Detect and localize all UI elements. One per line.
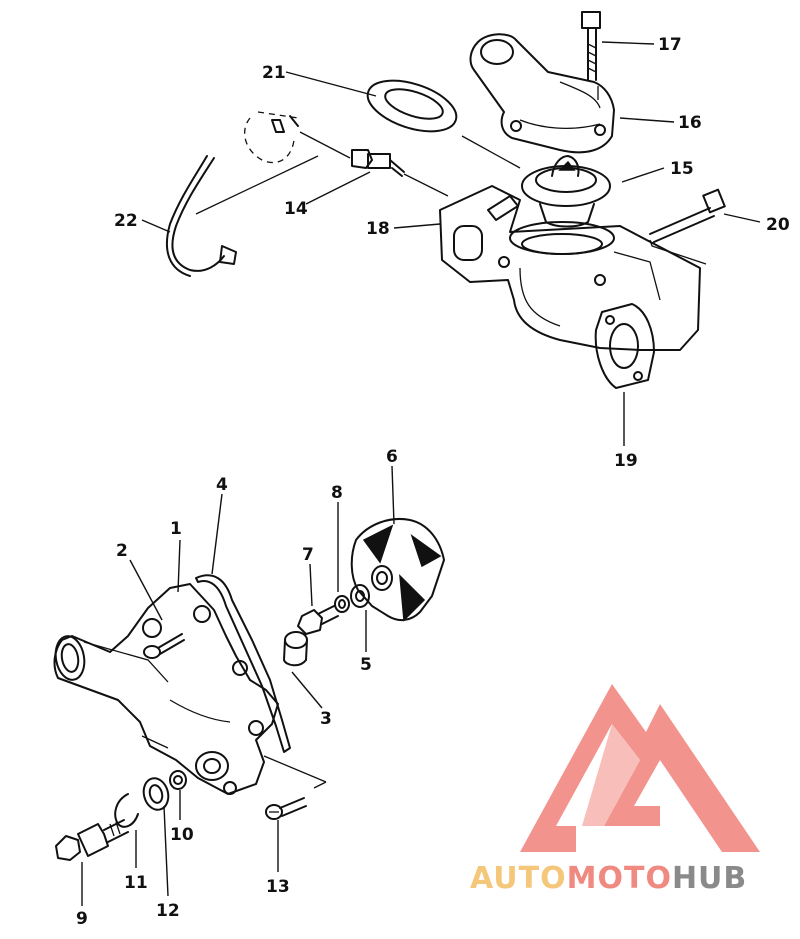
callout-11: 11 [124,873,148,893]
impeller-washer [334,595,350,613]
pump-gasket [195,574,291,753]
callout-5: 5 [360,655,372,675]
watermark-text: AUTOMOTOHUB [470,861,747,896]
thermostat-housing-elbow [469,33,615,154]
watermark-moto: MOTO [567,861,672,896]
logo-triangle-mark [520,684,760,852]
callout-13: 13 [266,877,290,897]
long-bolt [649,188,726,243]
callout-19: 19 [614,451,638,471]
callout-10: 10 [170,825,194,845]
small-washer [169,770,187,790]
callout-20: 20 [766,215,790,235]
callout-2: 2 [116,541,128,561]
callout-16: 16 [678,113,702,133]
callout-8: 8 [331,483,343,503]
callout-9: 9 [76,909,88,929]
callout-17: 17 [658,35,682,55]
callout-6: 6 [386,447,398,467]
callout-22: 22 [114,211,138,231]
callout-18: 18 [366,219,390,239]
callout-7: 7 [302,545,314,565]
callout-14: 14 [284,199,308,219]
callout-12: 12 [156,901,180,921]
logo-inner-shade [582,724,640,826]
upper-leader-lines [195,86,707,265]
housing-gasket-ring [366,79,458,133]
callout-lines [81,41,761,906]
temperature-sensor [351,149,405,177]
callout-numbers: 1 2 3 4 5 6 7 8 9 10 11 12 13 14 15 16 1… [76,35,790,929]
connector-dashed-outline [244,111,299,164]
callout-1: 1 [170,519,182,539]
callout-4: 4 [216,475,228,495]
spring-washer [114,793,139,828]
drain-plug [55,819,129,861]
automotohub-logo [520,684,760,852]
plain-washer [142,777,170,811]
outlet-gasket [594,303,655,389]
callout-3: 3 [320,709,332,729]
sensor-wire [165,155,237,277]
shaft-bushing [283,631,308,667]
cover-screw [265,797,307,820]
thermostat [521,155,611,228]
lock-washer [350,584,370,608]
water-pump-body [53,583,279,795]
pump-screw [143,633,185,659]
impeller-bolt [297,605,339,635]
housing-bolt [581,11,601,81]
lower-leader-lines [263,755,327,789]
callout-15: 15 [670,159,694,179]
water-outlet-body [439,185,701,351]
impeller [350,518,445,622]
watermark-auto: AUTO [470,861,567,896]
callout-21: 21 [262,63,286,83]
watermark-hub: HUB [672,861,747,896]
